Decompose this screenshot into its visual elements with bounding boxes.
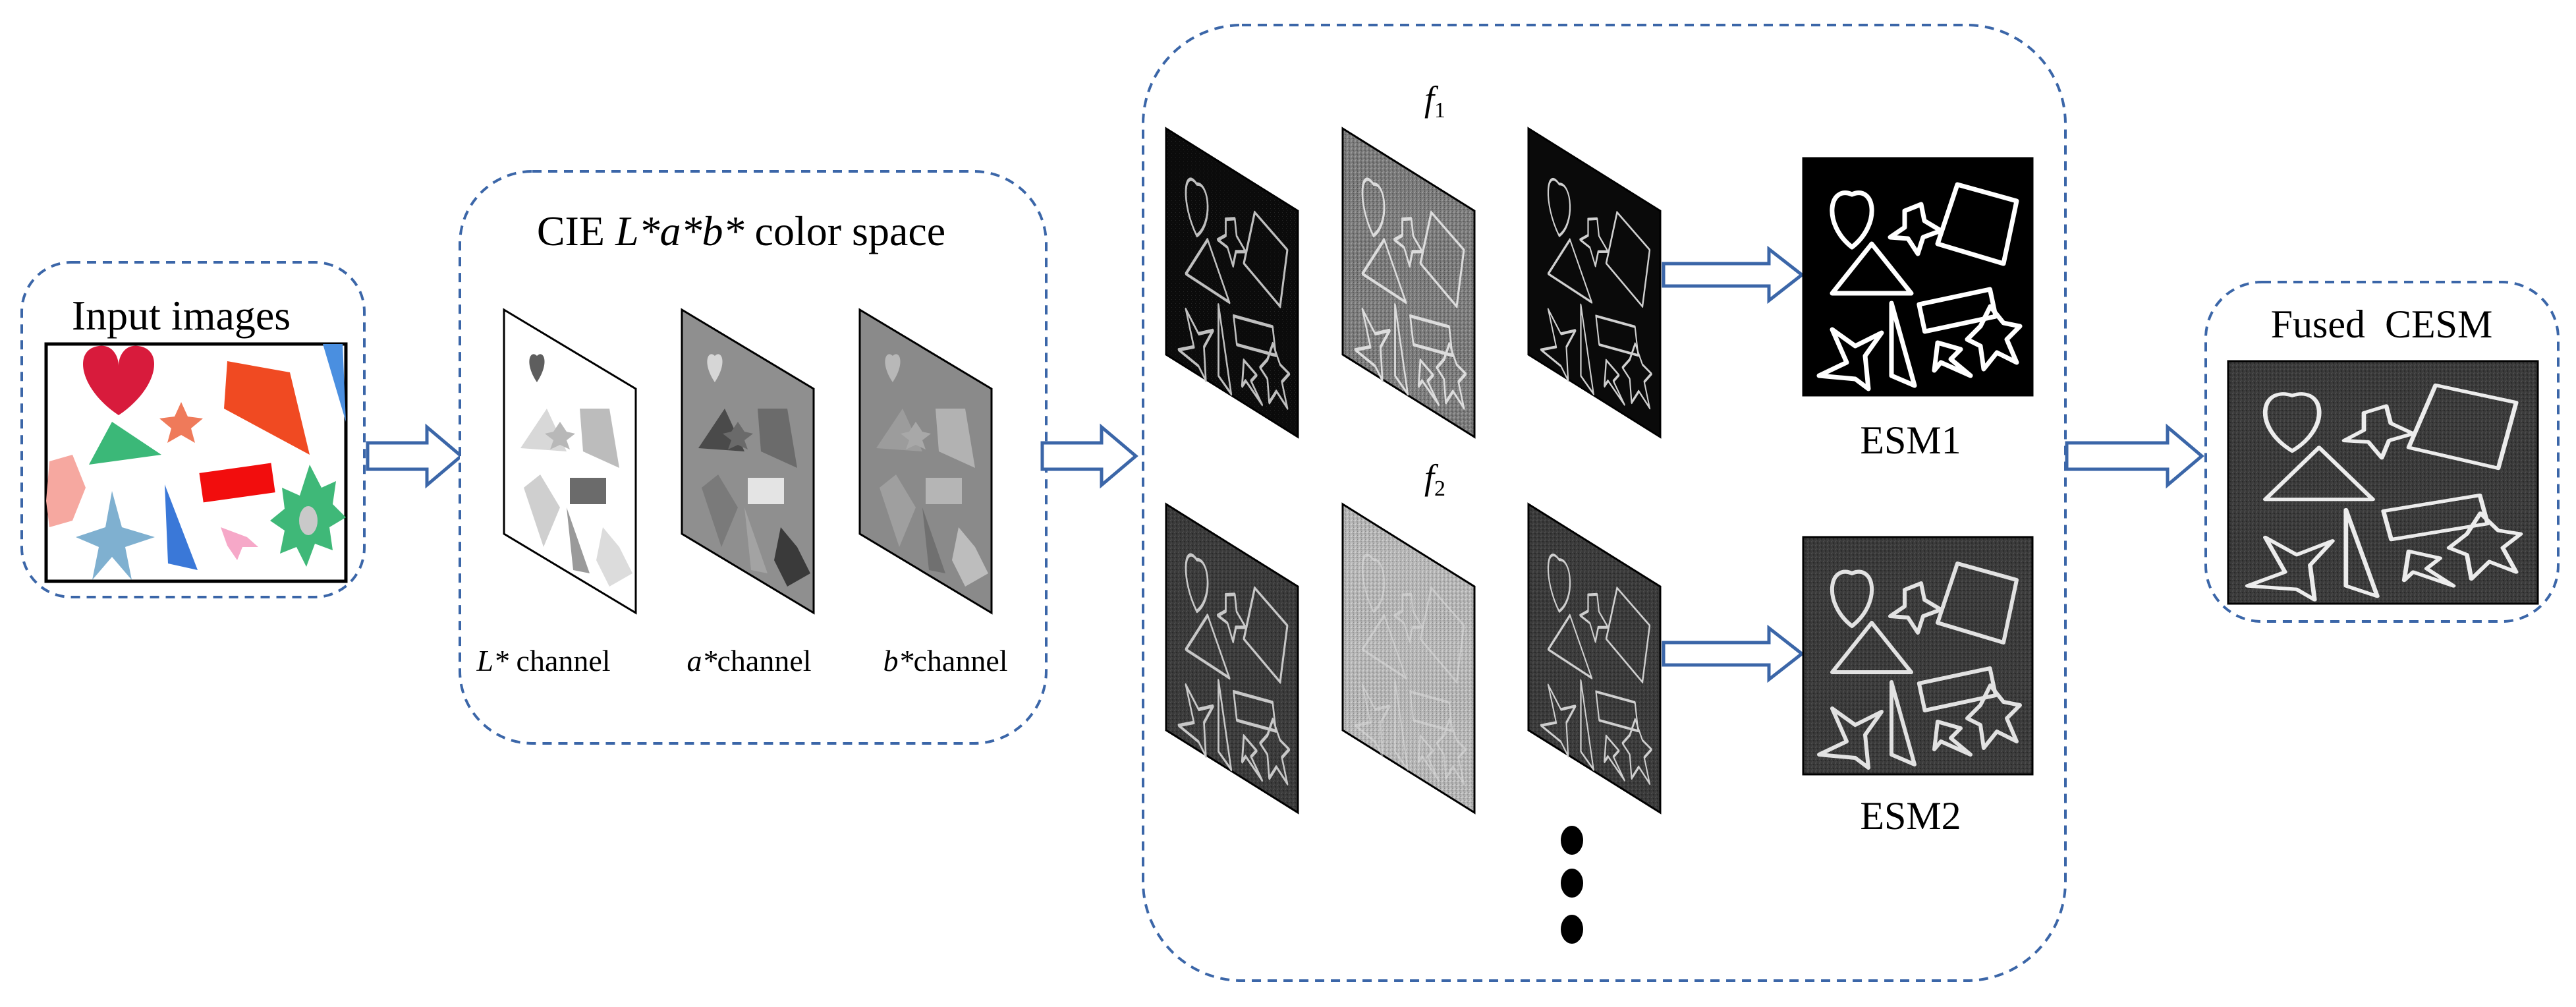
colorspace-panel: CIE L*a*b* color space bbox=[459, 170, 1048, 745]
arrow-f2-to-esm2 bbox=[1662, 624, 1805, 683]
f1-label: f1 bbox=[1424, 79, 1445, 123]
arrow-f1-to-esm1 bbox=[1662, 245, 1805, 304]
f2-feature-map-1 bbox=[1165, 502, 1299, 815]
colorspace-title: CIE L*a*b* color space bbox=[537, 208, 945, 254]
f1-feature-map-1 bbox=[1165, 127, 1299, 439]
lightblue-star-shape bbox=[76, 491, 155, 580]
input-panel-title: Input images bbox=[72, 292, 291, 339]
esm2-label: ESM2 bbox=[1860, 794, 1961, 838]
f2-feature-map-3 bbox=[1527, 502, 1662, 815]
l-channel-label: L* channel bbox=[476, 644, 610, 677]
salmon-star-shape bbox=[159, 402, 203, 443]
esm1-image bbox=[1802, 157, 2034, 397]
blue-sliver-shape bbox=[323, 344, 346, 422]
l-channel-image bbox=[503, 308, 637, 615]
arrow-features-to-fused bbox=[2065, 423, 2204, 489]
b-channel-label: b*channel bbox=[883, 644, 1007, 677]
input-panel: Input images bbox=[20, 261, 366, 598]
fused-cesm-image bbox=[2227, 360, 2539, 605]
orange-quad-shape bbox=[224, 361, 310, 455]
blue-triangle-shape bbox=[165, 484, 198, 570]
f1-feature-map-2 bbox=[1341, 127, 1476, 439]
arrow-colorspace-to-features bbox=[1040, 423, 1138, 489]
f1-feature-map-3 bbox=[1527, 127, 1662, 439]
green-triangle-shape bbox=[89, 422, 161, 465]
output-panel-title: Fused CESM bbox=[2271, 302, 2493, 346]
arrow-input-to-colorspace bbox=[366, 423, 464, 489]
a-channel-image bbox=[681, 308, 815, 615]
pink-hexagon-shape bbox=[46, 455, 86, 527]
output-panel: Fused CESM bbox=[2204, 281, 2560, 623]
a-channel-label: a*channel bbox=[686, 644, 811, 677]
f2-feature-map-2 bbox=[1341, 502, 1476, 815]
red-rect-shape bbox=[199, 463, 275, 503]
esm2-image bbox=[1802, 536, 2034, 776]
b-channel-image bbox=[858, 308, 993, 615]
esm1-label: ESM1 bbox=[1860, 418, 1961, 462]
ellipsis-dots bbox=[1561, 826, 1583, 944]
input-image bbox=[44, 342, 348, 583]
red-heart-shape bbox=[83, 345, 154, 415]
pink-arrow-shape bbox=[221, 527, 258, 560]
feature-panel: f1 f2 bbox=[1142, 24, 2067, 982]
